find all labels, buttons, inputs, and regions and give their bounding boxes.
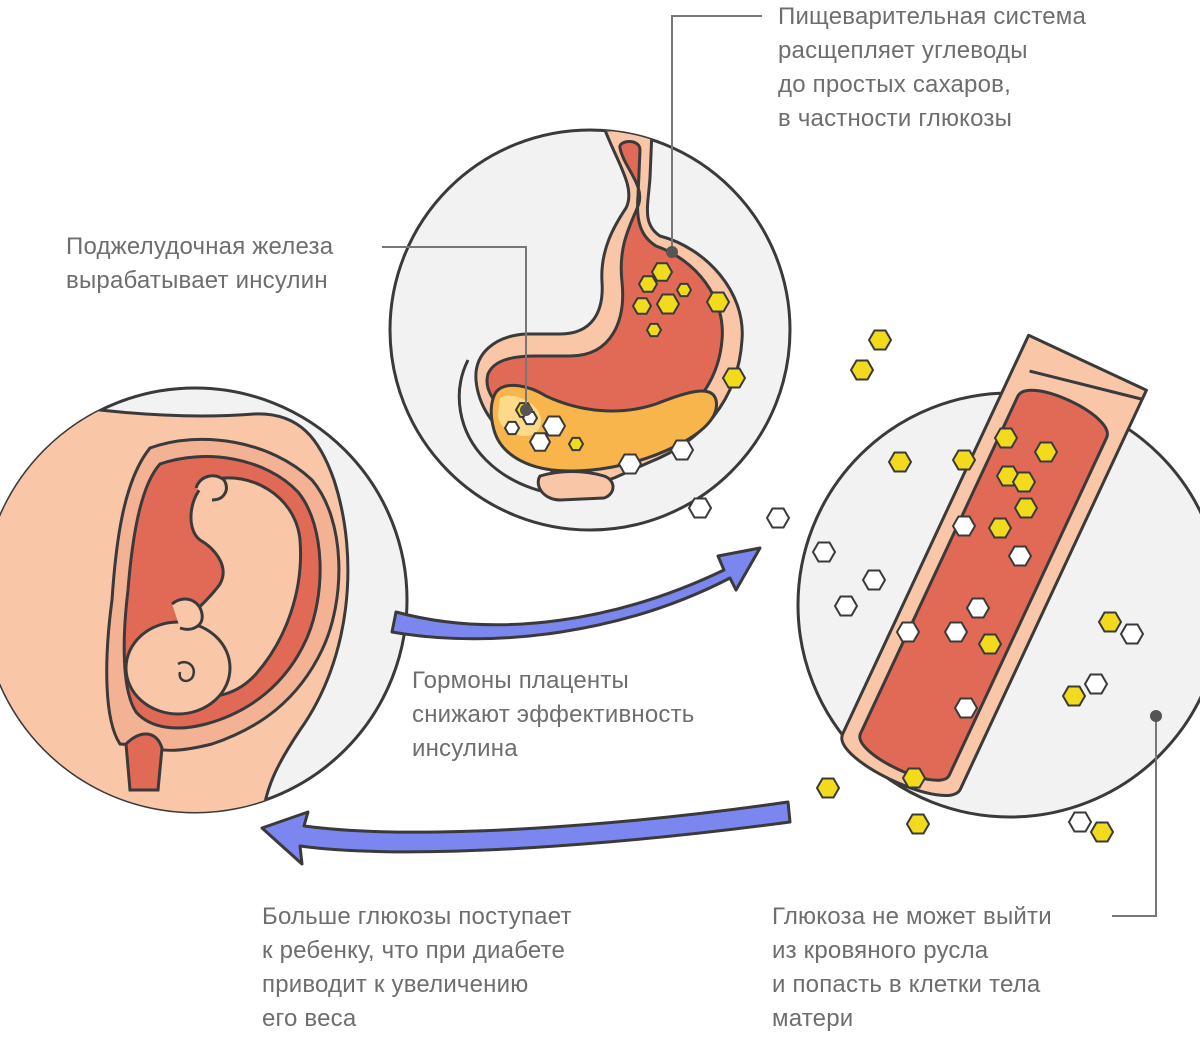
glucose-molecule-white (953, 697, 979, 719)
glucose-molecule-yellow (721, 367, 747, 389)
glucose-molecule-yellow (887, 451, 913, 473)
leader-digestion-dot (666, 246, 678, 258)
glucose-molecule-white (861, 569, 887, 591)
glucose-molecule-yellow (1089, 821, 1115, 843)
glucose-molecule-yellow (675, 282, 693, 298)
glucose-molecule-yellow (705, 291, 731, 313)
glucose-molecule-yellow (815, 777, 841, 799)
glucose-molecule-white (765, 507, 791, 529)
glucose-molecule-white (1007, 545, 1033, 567)
glucose-molecule-yellow (849, 359, 875, 381)
glucose-molecule-white (965, 597, 991, 619)
glucose-molecule-white (528, 432, 552, 452)
fetus-hand (171, 597, 204, 631)
leader-lines (382, 15, 1162, 917)
glucose-molecule-yellow (867, 329, 893, 351)
glucose-molecule-white (943, 621, 969, 643)
glucose-molecule-yellow (977, 633, 1003, 655)
label-glucose-blood: Глюкоза не может выйти из кровяного русл… (772, 903, 1052, 1032)
glucose-molecule-white (951, 515, 977, 537)
label-placenta: Гормоны плаценты снижают эффективность и… (412, 667, 695, 762)
glucose-molecule-yellow (645, 322, 663, 338)
label-digestion: Пищеварительная система расщепляет углев… (778, 3, 1087, 132)
arrow-to-blood (390, 546, 762, 641)
glucose-molecule-white (1119, 623, 1145, 645)
intestine (536, 470, 615, 502)
stomach-panel (388, 128, 792, 532)
cervix (124, 732, 164, 792)
pancreas (489, 383, 718, 473)
glucose-molecule-white (503, 420, 521, 436)
glucose-molecule-white (1083, 673, 1109, 695)
fetus-foot (194, 474, 228, 502)
fetus-ear (177, 661, 195, 683)
glucose-molecule-yellow (1011, 471, 1037, 493)
leader-glucose-dot (1150, 710, 1162, 722)
glucose-molecule-white (669, 439, 695, 461)
glucose-molecule-yellow (655, 293, 681, 315)
glucose-molecule-white (1067, 811, 1093, 833)
leader-pancreas-dot (520, 404, 532, 416)
glucose-molecule-yellow (1033, 441, 1059, 463)
glucose-molecule-yellow (1013, 497, 1039, 519)
glucose-molecule-white (687, 497, 713, 519)
glucose-molecule-yellow (951, 449, 977, 471)
leader-glucose (1112, 718, 1157, 917)
label-pancreas: Поджелудочная железа вырабатывает инсули… (66, 233, 334, 294)
glucose-molecule-yellow (650, 262, 674, 282)
glucose-molecule-yellow (567, 436, 585, 452)
glucose-molecule-white (895, 621, 921, 643)
glucose-molecule-white (541, 415, 567, 437)
leader-pancreas (382, 246, 527, 408)
glucose-molecule-white (833, 595, 859, 617)
blood-vessel-panel (796, 333, 1200, 819)
glucose-molecule-yellow (1061, 685, 1087, 707)
label-baby: Больше глюкозы поступает к ребенку, что … (262, 903, 572, 1032)
vessel-lumen (858, 388, 1109, 782)
glucose-molecule-yellow (901, 767, 927, 789)
leader-digestion (671, 15, 762, 250)
glucose-molecule-yellow (1097, 611, 1123, 633)
arrow-to-baby (260, 800, 792, 866)
glucose-molecule-yellow (987, 517, 1013, 539)
glucose-molecules (503, 262, 1145, 843)
glucose-molecule-white (617, 453, 643, 475)
glucose-molecule-yellow (637, 275, 659, 293)
glucose-molecule-yellow (631, 297, 653, 315)
glucose-molecule-white (811, 541, 837, 563)
fetus-panel (0, 386, 409, 814)
fetus-head (124, 620, 232, 716)
glucose-molecule-yellow (993, 427, 1019, 449)
glucose-molecule-yellow (905, 813, 931, 835)
